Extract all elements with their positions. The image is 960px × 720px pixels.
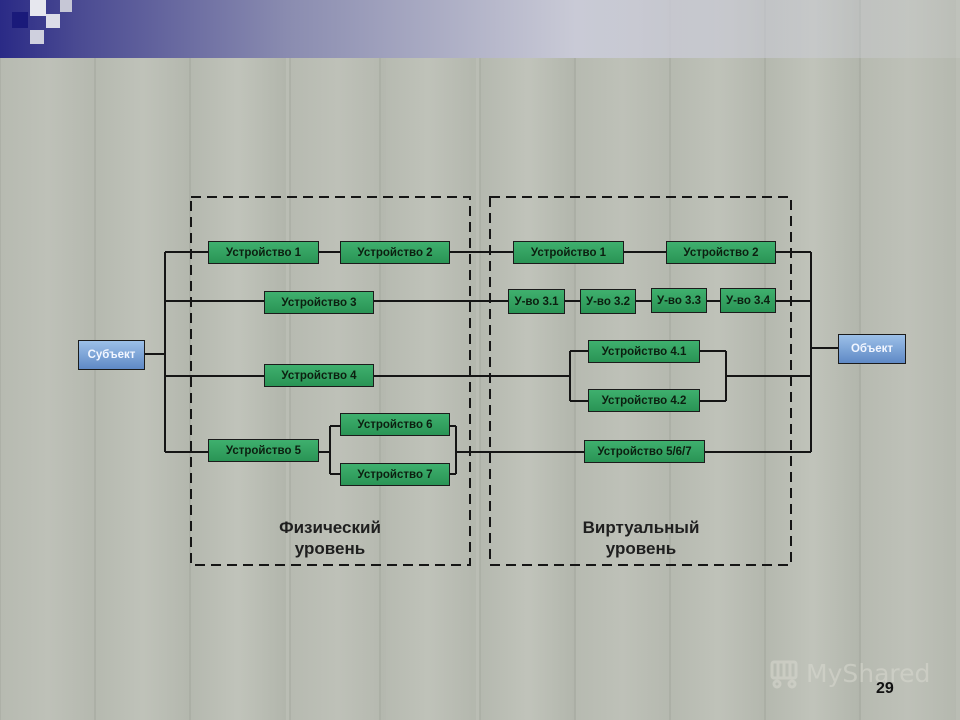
wood-plank <box>380 0 476 720</box>
virtual-device-4-1: Устройство 4.1 <box>588 340 700 363</box>
virtual-device-4-2: Устройство 4.2 <box>588 389 700 412</box>
physical-device-4: Устройство 4 <box>264 364 374 387</box>
header-square-light-2 <box>46 14 60 28</box>
header-square-light-3 <box>30 30 44 44</box>
physical-device-2: Устройство 2 <box>340 241 450 264</box>
physical-device-5: Устройство 5 <box>208 439 319 462</box>
virtual-device-3-1: У-во 3.1 <box>508 289 565 314</box>
wood-plank <box>480 0 576 720</box>
virtual-level-label-line1: Виртуальный <box>582 518 700 537</box>
virtual-device-1: Устройство 1 <box>513 241 624 264</box>
watermark: MyShared <box>768 656 930 690</box>
virtual-level-label-line2: уровень <box>605 539 677 558</box>
virtual-device-3-2: У-во 3.2 <box>580 289 636 314</box>
virtual-device-3-3: У-во 3.3 <box>651 288 707 313</box>
shopping-cart-icon <box>770 660 798 689</box>
physical-device-3: Устройство 3 <box>264 291 374 314</box>
physical-level-frame <box>190 196 471 566</box>
virtual-device-2: Устройство 2 <box>666 241 776 264</box>
subject-node: Субъект <box>78 340 145 370</box>
wood-plank <box>190 0 286 720</box>
header-gradient-bar <box>0 0 960 58</box>
header-square-dark <box>12 12 28 28</box>
physical-device-6: Устройство 6 <box>340 413 450 436</box>
virtual-device-5-6-7: Устройство 5/6/7 <box>584 440 705 463</box>
wood-plank <box>290 0 386 720</box>
physical-device-7: Устройство 7 <box>340 463 450 486</box>
page-number: 29 <box>876 680 894 697</box>
physical-level-label-line2: уровень <box>294 539 366 558</box>
object-node: Объект <box>838 334 906 364</box>
virtual-device-3-4: У-во 3.4 <box>720 288 776 313</box>
physical-level-label-line1: Физический <box>279 518 381 537</box>
virtual-level-frame <box>489 196 792 566</box>
physical-level-label: Физический уровень <box>250 517 410 559</box>
header-square-mid <box>60 0 72 12</box>
physical-device-1: Устройство 1 <box>208 241 319 264</box>
virtual-level-label: Виртуальный уровень <box>560 517 722 559</box>
watermark-text: MyShared <box>806 658 931 688</box>
header-square-light <box>30 0 46 16</box>
